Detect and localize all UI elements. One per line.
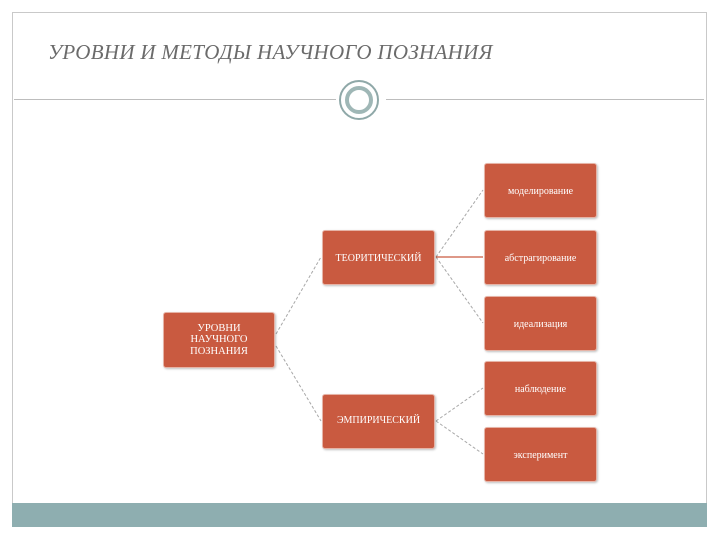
node-method-label: идеализация <box>513 319 568 330</box>
node-method-abstraction: абстрагирование <box>484 230 597 285</box>
node-root-label: УРОВНИ НАУЧНОГО ПОЗНАНИЯ <box>190 322 248 357</box>
connector-theoretical-modeling <box>435 189 484 258</box>
title-divider-left <box>14 99 336 100</box>
node-level-theoretical: ТЕОРИТИЧЕСКИЙ <box>322 230 435 285</box>
node-method-label: эксперимент <box>513 450 568 461</box>
connector-empirical-observation <box>435 387 484 422</box>
node-method-experiment: эксперимент <box>484 427 597 482</box>
node-method-label: моделирование <box>507 186 574 197</box>
connector-root-empirical <box>275 345 322 422</box>
node-empirical-label: ЭМПИРИЧЕСКИЙ <box>336 415 421 426</box>
node-level-empirical: ЭМПИРИЧЕСКИЙ <box>322 394 435 449</box>
node-root-levels: УРОВНИ НАУЧНОГО ПОЗНАНИЯ <box>163 312 275 368</box>
ring-ornament-inner-icon <box>345 86 373 114</box>
node-theoretical-label: ТЕОРИТИЧЕСКИЙ <box>335 253 422 264</box>
node-method-label: наблюдение <box>514 384 567 395</box>
node-method-observation: наблюдение <box>484 361 597 416</box>
node-method-modeling: моделирование <box>484 163 597 218</box>
connector-theoretical-idealization <box>435 256 484 324</box>
connector-root-theoretical <box>275 256 322 335</box>
title-divider-right <box>386 99 704 100</box>
node-method-label: абстрагирование <box>504 253 577 264</box>
connector-empirical-experiment <box>435 420 484 455</box>
footer-bar <box>12 503 707 527</box>
node-method-idealization: идеализация <box>484 296 597 351</box>
slide-title: УРОВНИ И МЕТОДЫ НАУЧНОГО ПОЗНАНИЯ <box>48 40 493 64</box>
